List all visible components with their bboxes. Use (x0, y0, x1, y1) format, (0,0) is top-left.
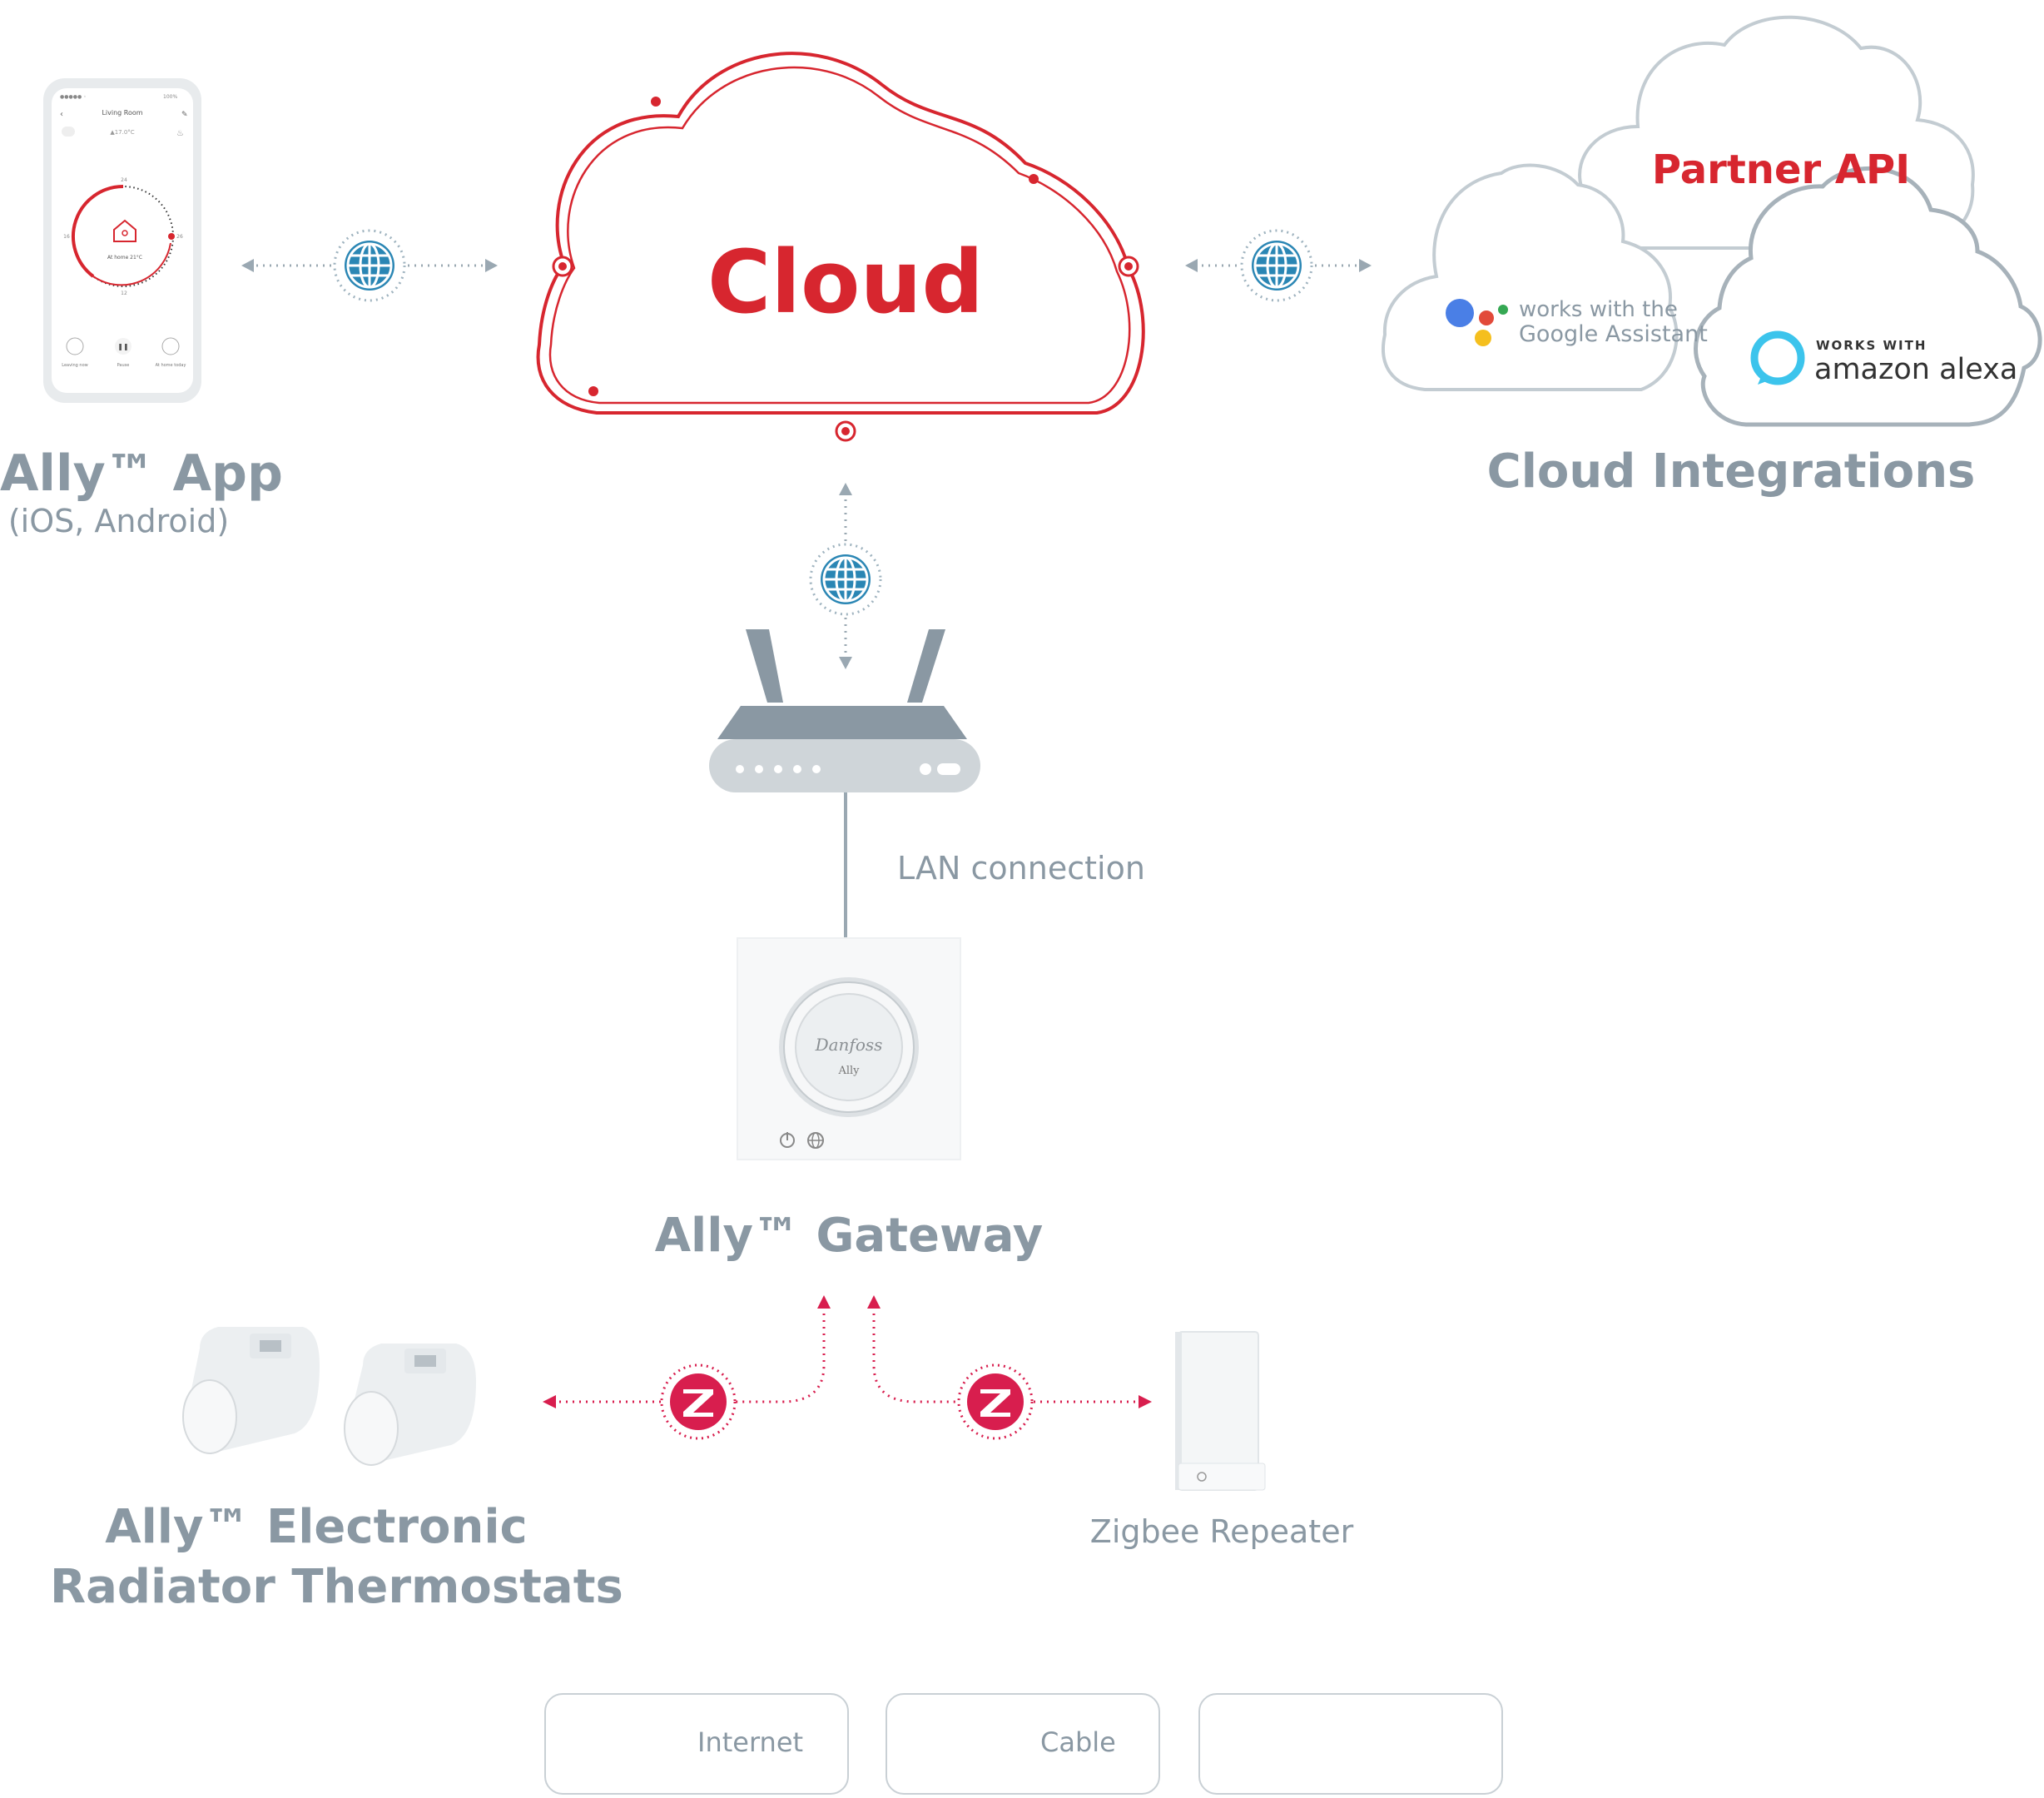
zigbee-icon (957, 1363, 1034, 1440)
google-assistant-icon (1446, 299, 1508, 346)
ally-app-title: Ally™ App (0, 445, 283, 503)
svg-text:❚❚: ❚❚ (117, 343, 128, 350)
ally-gateway-device: Danfoss Ally (737, 937, 961, 1160)
router (709, 629, 980, 792)
alexa-small: WORKS WITH (1816, 338, 1927, 353)
phone-status: At home 21°C (107, 255, 142, 261)
zigbee-icon (660, 1363, 737, 1440)
google-line2: Google Assistant (1519, 321, 1708, 347)
google-line1: works with the (1519, 297, 1678, 322)
globe-icon (809, 543, 882, 616)
app-cloud-internet-link (241, 229, 498, 302)
cloud-node: Cloud (536, 52, 1145, 442)
svg-text:●●●●● ◦: ●●●●● ◦ (60, 94, 87, 100)
svg-text:Danfoss: Danfoss (815, 1035, 883, 1055)
globe-icon (1240, 229, 1313, 302)
legend-zigbee (1198, 1693, 1503, 1795)
phone-dial-left: 16 (63, 234, 70, 240)
legend-internet-label: Internet (697, 1726, 804, 1758)
zigbee-repeater-device (1175, 1331, 1266, 1491)
phone-dial-right: 26 (176, 234, 183, 240)
phone-screen-title: Living Room (102, 109, 142, 117)
gateway-device-text: Ally (837, 1065, 860, 1077)
zigbee-link-repeater (867, 1295, 1152, 1440)
cloud-router-internet-link (809, 483, 882, 669)
legend-internet: Internet (544, 1693, 849, 1795)
legend-cable-label: Cable (1040, 1726, 1116, 1758)
ally-app-subtitle: (iOS, Android) (7, 503, 230, 539)
cloud-integrations-internet-link (1185, 229, 1372, 302)
globe-icon (333, 229, 406, 302)
alexa-big: amazon alexa (1814, 353, 2017, 386)
legend-cable: Cable (886, 1693, 1160, 1795)
thermostats-title-line2: Radiator Thermostats (50, 1560, 623, 1614)
partner-api-label: Partner API (1652, 147, 1910, 193)
phone-dial-bottom: 12 (121, 291, 127, 296)
phone-button-pause: Pause (117, 363, 130, 368)
zigbee-link-thermostats (543, 1295, 831, 1440)
phone-dial-top: 24 (121, 177, 127, 183)
ally-gateway-title: Ally™ Gateway (654, 1209, 1044, 1263)
cloud-title: Cloud (707, 231, 984, 333)
phone-button-home: At home today (156, 363, 186, 368)
thermostats-title-line1: Ally™ Electronic (105, 1500, 528, 1554)
cloud-integrations-title: Cloud Integrations (1486, 445, 1976, 499)
svg-text:100%: 100% (163, 94, 177, 100)
phone-button-leaving: Leaving now (62, 363, 87, 368)
alexa-icon (1750, 330, 1805, 385)
phone-temp-reading: ▲17.0°C (110, 129, 134, 136)
zigbee-repeater-title: Zigbee Repeater (1089, 1513, 1354, 1550)
svg-text:‹: ‹ (60, 110, 63, 119)
svg-text:✎: ✎ (181, 111, 188, 119)
ally-app-phone: ●●●●● ◦ 100% Living Room ‹ ✎ ▲17.0°C ♨ 2… (43, 78, 201, 403)
lan-cable: LAN connection (844, 792, 1145, 937)
lan-connection-label: LAN connection (897, 850, 1145, 887)
cloud-integrations: Partner API works with the Google Assist… (1382, 15, 2042, 427)
svg-text:♨: ♨ (176, 129, 184, 138)
radiator-thermostat-devices (182, 1327, 476, 1466)
